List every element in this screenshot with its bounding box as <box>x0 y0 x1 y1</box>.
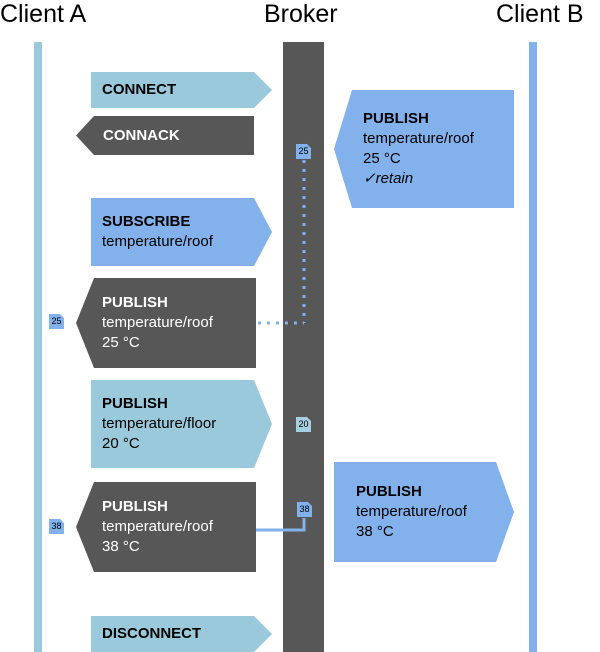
connack-message: CONNACK <box>76 116 254 155</box>
disconnect-message: DISCONNECT <box>91 616 272 652</box>
client-b-lifeline <box>529 42 537 652</box>
client-a-lifeline <box>34 42 42 652</box>
connect-message: CONNECT <box>91 72 272 108</box>
connack-label: CONNACK <box>103 126 180 144</box>
connect-label: CONNECT <box>102 81 177 98</box>
broker-retained-value-tag: 25 <box>295 143 312 160</box>
publish-label: PUBLISH <box>102 498 168 515</box>
broker-header: Broker <box>264 0 338 28</box>
topic-label: temperature/roof <box>102 233 213 250</box>
broker-retained-publish-message: PUBLISH temperature/roof 25 °C <box>76 278 256 368</box>
value-label: 25 °C <box>363 150 401 167</box>
topic-label: temperature/roof <box>363 130 474 147</box>
topic-label: temperature/roof <box>102 314 213 331</box>
floor-publish-message: PUBLISH temperature/floor 20 °C <box>91 380 272 468</box>
topic-label: temperature/floor <box>102 415 217 432</box>
client-b-header: Client B <box>496 0 584 28</box>
subscribe-label: SUBSCRIBE <box>102 213 191 230</box>
client-a-second-value-tag: 38 <box>48 518 65 535</box>
client-b-retain-publish-message: PUBLISH temperature/roof 25 °C ✓retain <box>334 90 514 208</box>
value-label: 25 °C <box>102 334 140 351</box>
broker-roof-publish-message: PUBLISH temperature/roof 38 °C <box>76 482 256 572</box>
retain-flag: ✓retain <box>363 170 414 187</box>
publish-label: PUBLISH <box>102 294 168 311</box>
subscribe-message: SUBSCRIBE temperature/roof <box>91 198 272 266</box>
broker-roof-value-tag: 38 <box>296 501 313 518</box>
topic-label: temperature/roof <box>356 503 467 520</box>
topic-label: temperature/roof <box>102 518 213 535</box>
client-b-roof-publish-message: PUBLISH temperature/roof 38 °C <box>334 462 514 562</box>
publish-label: PUBLISH <box>363 110 429 127</box>
roof-forward-connector <box>255 516 306 532</box>
disconnect-label: DISCONNECT <box>102 625 202 642</box>
client-a-header: Client A <box>0 0 87 28</box>
value-label: 38 °C <box>102 538 140 555</box>
publish-label: PUBLISH <box>102 395 168 412</box>
publish-label: PUBLISH <box>356 483 422 500</box>
client-a-received-value-tag: 25 <box>48 313 65 330</box>
value-label: 38 °C <box>356 523 394 540</box>
broker-floor-value-tag: 20 <box>295 416 312 433</box>
value-label: 20 °C <box>102 435 140 452</box>
